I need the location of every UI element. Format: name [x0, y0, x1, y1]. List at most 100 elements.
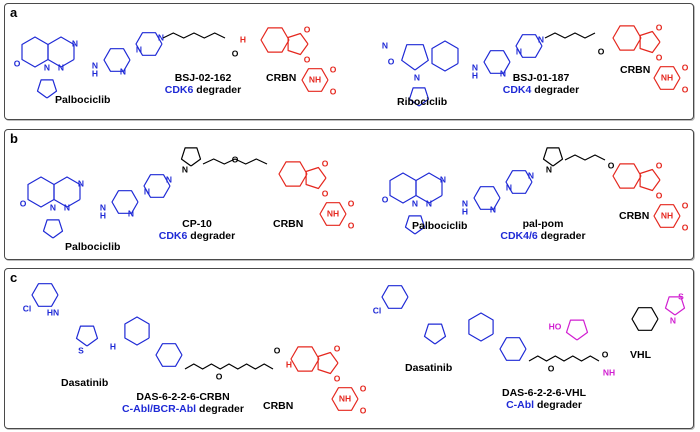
- a2-amine-pip-n2: N: [538, 34, 544, 44]
- a2-n1: N: [414, 72, 420, 82]
- c2-vhl-n: N: [670, 315, 676, 325]
- c2-linker-chain: [528, 355, 600, 362]
- compound-name-a2: BSJ-01-187: [512, 72, 570, 84]
- c1-nh: H: [110, 341, 116, 351]
- c1-cl: Cl: [23, 303, 32, 313]
- a2-crbn-benzene: [612, 25, 642, 51]
- degrader-label-b1: degrader: [190, 230, 236, 242]
- target-b1: CDK6: [158, 230, 188, 242]
- a1-amine-piperazine: [135, 32, 163, 56]
- a1-crbn-o4: O: [330, 86, 337, 96]
- b2-amine-pyr-n: N: [490, 204, 496, 214]
- b1-core-n3: N: [50, 202, 56, 212]
- c2-amide-o: O: [602, 349, 609, 359]
- b2-crbn-o1: O: [656, 160, 663, 170]
- compound-name-b2: pal-pom: [522, 218, 564, 230]
- a1-core-cyclopentyl: [36, 79, 58, 99]
- compound-name-a1: BSJ-02-162: [174, 72, 232, 84]
- b1-amine-pip-n2: N: [166, 174, 172, 184]
- a1-core-oxo: O: [14, 58, 21, 68]
- b2-amine-nh: N: [462, 198, 468, 208]
- c1-crbn-o3: O: [360, 383, 367, 393]
- a2-amide-o: O: [598, 46, 605, 56]
- b1-crbn-o1: O: [322, 158, 329, 168]
- c2-cl: Cl: [373, 305, 382, 315]
- a2-nme2-n: N: [382, 40, 388, 50]
- e3-label-c1: CRBN: [263, 400, 294, 412]
- b2-core-n3: N: [412, 198, 418, 208]
- e3-label-c2: VHL: [630, 349, 651, 361]
- ligand-label-a2: Ribociclib: [397, 96, 448, 108]
- ligand-label-b1: Palbociclib: [65, 241, 121, 253]
- b2-triazole-n: N: [546, 164, 552, 174]
- b2-amine-pyridine: [473, 186, 501, 210]
- compound-caption-b1: CP-10 CDK6 degrader: [147, 218, 247, 242]
- b1-core-n2: N: [78, 178, 84, 188]
- a2-crbn-glutarimide: [653, 66, 681, 90]
- b1-amine-piperazine: [143, 174, 171, 198]
- a2-amine-nh: N: [472, 62, 478, 72]
- a2-cyclopentyl: [408, 87, 430, 107]
- a1-core-n3: N: [44, 62, 50, 72]
- b2-core-n2: N: [440, 174, 446, 184]
- c1-thiazole: [75, 325, 99, 347]
- compound-name-b1: CP-10: [182, 218, 212, 230]
- b1-core-ring-right: [53, 176, 81, 208]
- c2-piperazine: [499, 337, 527, 361]
- b2-core-oxo: O: [382, 194, 389, 204]
- a1-crbn-o3: O: [330, 64, 337, 74]
- a1-amine-nh: N: [92, 60, 98, 70]
- c1-linker-chain: [184, 363, 274, 370]
- b2-crbn-benzene: [612, 163, 642, 189]
- b1-crbn-glutarimide: [319, 202, 347, 226]
- a1-core-n1: N: [58, 62, 64, 72]
- c2-hydroxyl: HO: [549, 321, 562, 331]
- b2-crbn-o2: O: [656, 190, 663, 200]
- compound-caption-a1: BSJ-02-162 CDK6 degrader: [153, 72, 253, 96]
- e3-label-a1: CRBN: [266, 72, 297, 84]
- b2-crbn-five-ring: [639, 168, 661, 192]
- compound-caption-c1: DAS-6-2-2-6-CRBN C-Abl/BCR-Abl degrader: [118, 391, 248, 415]
- compound-name-c1: DAS-6-2-2-6-CRBN: [136, 391, 230, 403]
- c1-crbn-o2: O: [334, 373, 341, 383]
- b1-peg-o: O: [232, 154, 239, 164]
- b2-amine-nh-h: H: [462, 206, 468, 216]
- c1-amide-o: O: [274, 345, 281, 355]
- compound-caption-c2: DAS-6-2-2-6-VHL C-Abl degrader: [479, 387, 609, 411]
- b1-crbn-o2: O: [322, 188, 329, 198]
- e3-label-a2: CRBN: [620, 64, 651, 76]
- b1-crbn-benzene: [278, 161, 308, 187]
- c1-crbn-imide-nh: NH: [339, 393, 351, 403]
- b2-amine-pip-n1: N: [506, 182, 512, 192]
- a1-core-ring-right: [47, 36, 75, 68]
- degrader-label-c1: degrader: [199, 403, 244, 415]
- b1-triazole: [180, 147, 202, 167]
- b2-crbn-glutarimide: [653, 204, 681, 228]
- a2-pyrrole: [401, 44, 429, 71]
- c1-linker-o: O: [216, 371, 223, 381]
- b1-amine-pyr-n: N: [128, 208, 134, 218]
- target-c1: C-Abl/BCR-Abl: [122, 403, 197, 415]
- c2-chlorophenyl: [381, 285, 409, 309]
- b1-core-cyclopentyl: [42, 219, 64, 239]
- a2-crbn-o3: O: [682, 62, 689, 72]
- c1-crbn-o4: O: [360, 405, 367, 415]
- a2-amine-piperazine: [515, 34, 543, 58]
- a2-crbn-o1: O: [656, 22, 663, 32]
- c1-amide-nh: HN: [47, 307, 59, 317]
- compound-caption-b2: pal-pom CDK4/6 degrader: [491, 218, 595, 242]
- c1-crbn-five-ring: [317, 351, 339, 375]
- ligand-label-b2: Palbociclib: [412, 220, 468, 232]
- c1-crbn-glutarimide: [331, 387, 359, 411]
- b2-crbn-imide-nh: NH: [661, 210, 673, 220]
- b2-amine-piperazine: [505, 170, 533, 194]
- a2-crbn-imide-nh: NH: [661, 72, 673, 82]
- b2-amide-o: O: [608, 160, 615, 170]
- b1-triazole-n: N: [182, 164, 188, 174]
- c2-benzyl-ring: [631, 307, 659, 331]
- compound-name-c2: DAS-6-2-2-6-VHL: [501, 387, 586, 399]
- b1-core-n1: N: [64, 202, 70, 212]
